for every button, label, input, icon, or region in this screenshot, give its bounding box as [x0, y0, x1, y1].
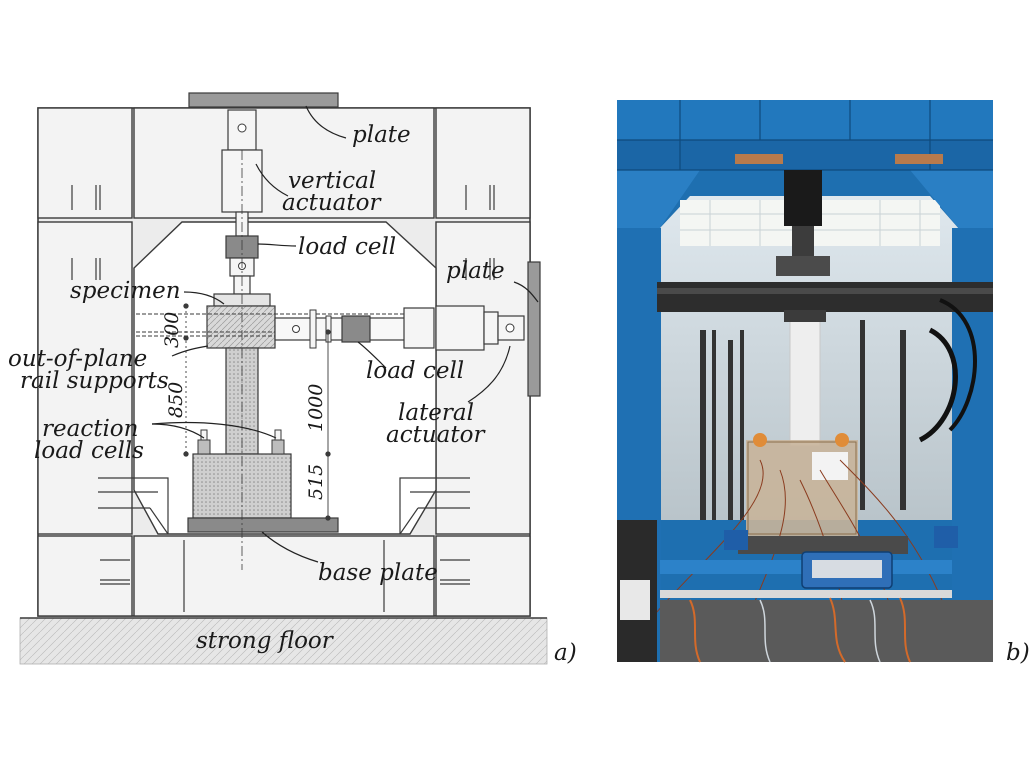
specimen-head — [206, 305, 276, 349]
test-setup-photo — [617, 100, 993, 663]
label-plate-top: plate — [352, 122, 411, 148]
lateral-load-cell — [341, 315, 371, 343]
dim-1000: 1000 — [305, 384, 327, 432]
dim-300: 300 — [161, 312, 183, 348]
label-reaction: reaction — [42, 416, 138, 442]
strong-floor — [19, 617, 548, 665]
label-lateral: lateral — [398, 400, 474, 426]
dim-850: 850 — [165, 382, 187, 418]
label-strong-floor: strong floor — [196, 628, 335, 654]
label-actuator-vertical: actuator — [282, 190, 382, 216]
label-load-cell-side: load cell — [366, 358, 464, 384]
right-plate — [527, 261, 541, 397]
label-load-cell-top: load cell — [298, 234, 396, 260]
panel-label-a: a) — [554, 640, 577, 666]
specimen-column — [225, 347, 259, 455]
lateral-actuator-body — [435, 305, 485, 351]
label-vertical: vertical — [288, 168, 376, 194]
reaction-load-cells — [197, 429, 285, 455]
dim-515: 515 — [305, 464, 327, 500]
label-out-of-plane: out-of-plane — [8, 346, 147, 372]
test-setup-drawing: 300 850 1000 515 plate vertical actuator… — [8, 92, 577, 666]
top-plate — [188, 92, 339, 108]
label-rail-supports: rail supports — [20, 368, 169, 394]
base-plate — [187, 517, 339, 533]
label-base-plate: base plate — [318, 560, 438, 586]
label-load-cells: load cells — [34, 438, 144, 464]
label-specimen: specimen — [70, 278, 181, 304]
panel-label-b: b) — [1006, 640, 1029, 666]
label-plate-right: plate — [446, 258, 505, 284]
label-actuator-lateral: actuator — [386, 422, 486, 448]
